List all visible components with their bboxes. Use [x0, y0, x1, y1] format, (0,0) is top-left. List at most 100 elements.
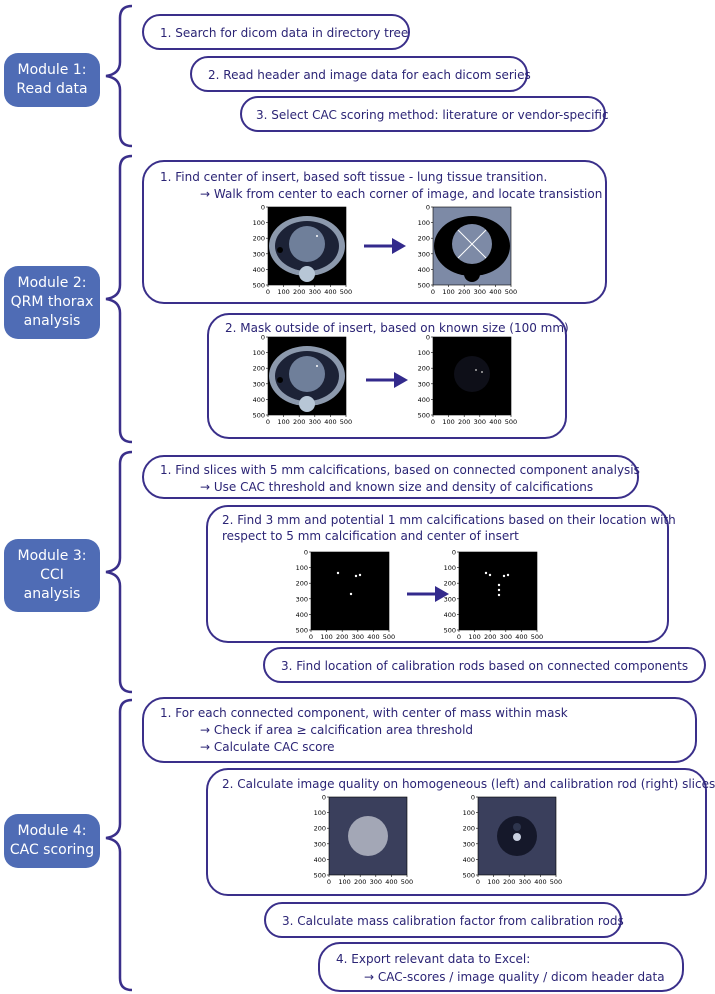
- x-tick-label: 200: [336, 633, 348, 641]
- module-3-title: Module 3:: [17, 548, 87, 564]
- module-2-label: Module 2: QRM thorax analysis: [4, 266, 100, 339]
- x-tick-label: 500: [340, 288, 352, 296]
- x-tick-label: 0: [266, 288, 270, 296]
- x-tick-label: 200: [458, 288, 470, 296]
- x-tick-label: 0: [476, 878, 480, 886]
- y-tick-label: 100: [253, 349, 265, 357]
- x-tick-label: 400: [489, 288, 501, 296]
- y-tick-label: 0: [304, 549, 308, 557]
- m4-step2-text: 2. Calculate image quality on homogeneou…: [222, 777, 715, 791]
- y-tick-label: 500: [296, 627, 308, 635]
- brace-module-1: [105, 4, 133, 148]
- x-tick-label: 500: [505, 418, 517, 426]
- y-tick-label: 100: [418, 219, 430, 227]
- y-tick-label: 500: [463, 872, 475, 880]
- x-tick-label: 500: [531, 633, 543, 641]
- brace-module-4: [105, 698, 133, 992]
- m3-step2-subtext: respect to 5 mm calcification and center…: [222, 529, 519, 543]
- y-tick-label: 0: [471, 794, 475, 802]
- y-tick-label: 400: [418, 266, 430, 274]
- y-tick-label: 300: [444, 595, 456, 603]
- y-tick-label: 300: [296, 595, 308, 603]
- y-tick-label: 0: [452, 549, 456, 557]
- x-tick-label: 400: [367, 633, 379, 641]
- x-tick-label: 300: [500, 633, 512, 641]
- brace-module-2: [105, 154, 133, 444]
- y-tick-label: 200: [314, 825, 326, 833]
- y-tick-label: 200: [418, 235, 430, 243]
- y-tick-label: 500: [253, 412, 265, 420]
- x-tick-label: 100: [442, 288, 454, 296]
- y-tick-label: 500: [253, 282, 265, 290]
- x-tick-label: 300: [474, 418, 486, 426]
- x-tick-label: 300: [370, 878, 382, 886]
- module-4-subtitle: CAC scoring: [9, 842, 95, 858]
- x-tick-label: 400: [534, 878, 546, 886]
- m2-step1-subtext: → Walk from center to each corner of ima…: [200, 187, 603, 201]
- y-tick-label: 400: [314, 856, 326, 864]
- module-1-title: Module 1:: [17, 62, 87, 78]
- module-1-subtitle: Read data: [16, 81, 88, 97]
- m3-step2-text: 2. Find 3 mm and potential 1 mm calcific…: [222, 513, 676, 527]
- x-tick-label: 500: [550, 878, 562, 886]
- m1-step2-text: 2. Read header and image data for each d…: [208, 68, 531, 82]
- y-tick-label: 400: [296, 611, 308, 619]
- x-tick-label: 400: [324, 288, 336, 296]
- y-tick-label: 500: [444, 627, 456, 635]
- m4-step1-subtext-1: → Check if area ≥ calcification area thr…: [200, 723, 474, 737]
- x-tick-label: 0: [431, 418, 435, 426]
- x-tick-label: 300: [309, 418, 321, 426]
- x-tick-label: 100: [442, 418, 454, 426]
- y-tick-label: 100: [444, 564, 456, 572]
- y-tick-label: 400: [444, 611, 456, 619]
- brace-module-3: [105, 450, 133, 694]
- x-tick-label: 0: [431, 288, 435, 296]
- x-tick-label: 300: [352, 633, 364, 641]
- m3-step1-box: 1. Find slices with 5 mm calcifications,…: [142, 455, 640, 499]
- x-tick-label: 400: [324, 418, 336, 426]
- y-tick-label: 300: [463, 840, 475, 848]
- y-tick-label: 100: [314, 809, 326, 817]
- y-tick-label: 300: [418, 380, 430, 388]
- x-tick-label: 200: [354, 878, 366, 886]
- m4-step4-subtext: → CAC-scores / image quality / dicom hea…: [364, 970, 665, 984]
- m4-step1-box: 1. For each connected component, with ce…: [142, 697, 697, 763]
- x-tick-label: 0: [327, 878, 331, 886]
- module-3-subtitle-2: analysis: [23, 586, 81, 602]
- y-tick-label: 400: [463, 856, 475, 864]
- m1-step1-text: 1. Search for dicom data in directory tr…: [160, 26, 409, 40]
- y-tick-label: 0: [261, 204, 265, 212]
- m4-step3-text: 3. Calculate mass calibration factor fro…: [282, 914, 624, 928]
- y-tick-label: 400: [253, 396, 265, 404]
- y-tick-label: 300: [253, 380, 265, 388]
- x-tick-label: 500: [401, 878, 413, 886]
- y-tick-label: 100: [418, 349, 430, 357]
- x-tick-label: 100: [320, 633, 332, 641]
- m4-step1-text: 1. For each connected component, with ce…: [160, 706, 568, 720]
- m1-step3-text: 3. Select CAC scoring method: literature…: [256, 108, 609, 122]
- module-4-title: Module 4:: [17, 823, 87, 839]
- x-tick-label: 300: [309, 288, 321, 296]
- m3-step3-box: 3. Find location of calibration rods bas…: [263, 647, 706, 683]
- x-tick-label: 100: [277, 288, 289, 296]
- m1-step3-box: 3. Select CAC scoring method: literature…: [240, 96, 609, 132]
- plot-image: [311, 552, 389, 630]
- m4-step3-box: 3. Calculate mass calibration factor fro…: [264, 902, 624, 938]
- m4-step1-subtext-2: → Calculate CAC score: [200, 740, 335, 754]
- x-tick-label: 300: [519, 878, 531, 886]
- module-1-label: Module 1: Read data: [4, 53, 100, 107]
- m4-step4-text: 4. Export relevant data to Excel:: [336, 952, 531, 966]
- m1-step2-box: 2. Read header and image data for each d…: [190, 56, 531, 92]
- y-tick-label: 200: [296, 580, 308, 588]
- x-tick-label: 0: [309, 633, 313, 641]
- module-2-subtitle: QRM thorax: [10, 294, 94, 310]
- m2-step1-text: 1. Find center of insert, based soft tis…: [160, 170, 548, 184]
- x-tick-label: 0: [266, 418, 270, 426]
- m3-step2-box: 2. Find 3 mm and potential 1 mm calcific…: [206, 505, 676, 643]
